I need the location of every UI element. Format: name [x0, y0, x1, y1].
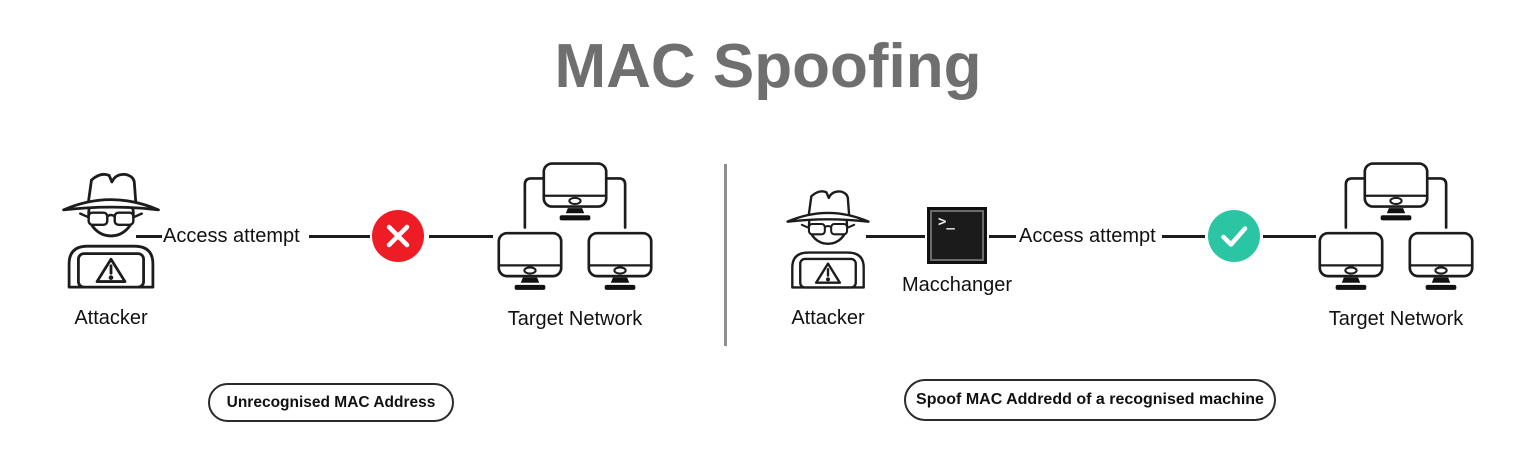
caption-spoofed: Spoof MAC Addredd of a recognised machin…: [904, 379, 1276, 421]
caption-unrecognised: Unrecognised MAC Address: [208, 383, 454, 422]
macchanger-label: Macchanger: [901, 274, 1013, 296]
target-network-label: Target Network: [1328, 308, 1464, 330]
access-attempt-label: Access attempt: [1019, 225, 1156, 247]
caption-text: Spoof MAC Addredd of a recognised machin…: [916, 391, 1264, 408]
connector-line: [429, 235, 493, 238]
attacker-label: Attacker: [791, 307, 865, 329]
connector-line: [1162, 235, 1205, 238]
attacker-icon: [57, 167, 165, 290]
caption-text: Unrecognised MAC Address: [226, 393, 436, 411]
scene-divider: [724, 164, 727, 346]
connector-line: [866, 235, 925, 238]
target-network-label: Target Network: [507, 308, 643, 330]
target-network-icon: [497, 160, 653, 293]
connector-line: [1263, 235, 1316, 238]
terminal-prompt: >_: [938, 214, 955, 230]
cross-icon: [372, 210, 424, 262]
terminal-icon: >_: [927, 207, 987, 264]
attacker-icon: [782, 185, 874, 290]
target-network-icon: [1318, 160, 1474, 293]
access-attempt-label: Access attempt: [163, 225, 300, 247]
page-title: MAC Spoofing: [554, 32, 982, 101]
connector-line: [136, 235, 162, 238]
connector-line: [989, 235, 1016, 238]
check-icon: [1208, 210, 1260, 262]
attacker-label: Attacker: [74, 307, 148, 329]
connector-line: [309, 235, 370, 238]
